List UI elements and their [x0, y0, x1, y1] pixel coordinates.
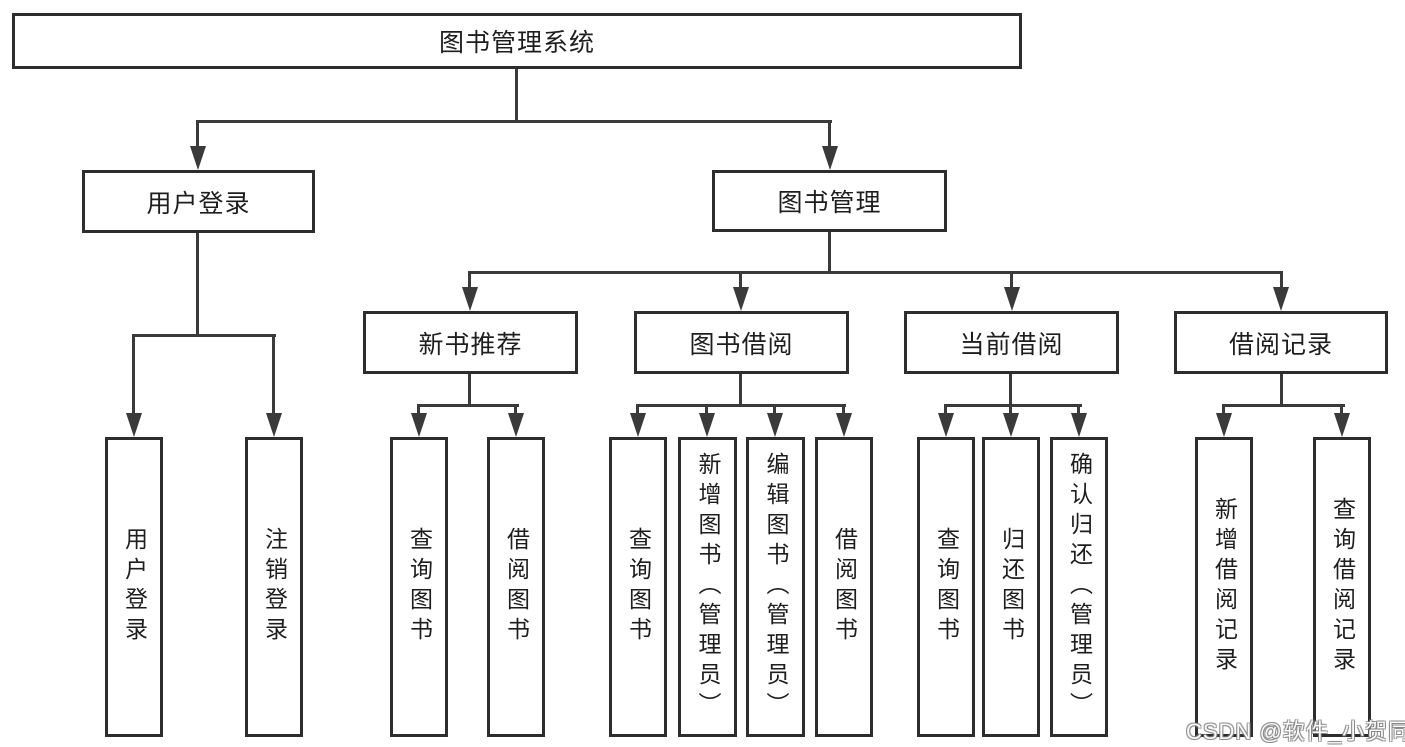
leaf-return-books: 归还图书 [982, 437, 1040, 737]
connector-line [132, 336, 135, 415]
connector-line [944, 406, 947, 415]
connector-line [842, 406, 845, 415]
leaf-borrow-books-newbook: 借阅图书 [487, 437, 545, 737]
leaf-query-books-borrowing: 查询图书 [609, 437, 667, 737]
node-label: 图书管理 [777, 189, 882, 217]
arrow-down-icon [733, 287, 749, 311]
connector-line [132, 334, 276, 337]
leaf-label: 查询图书 [625, 527, 652, 647]
leaf-label: 用户登录 [121, 527, 148, 647]
connector-line [739, 374, 742, 407]
arrow-down-icon [190, 146, 206, 170]
leaf-label: 借阅图书 [831, 527, 858, 647]
leaf-logout: 注销登录 [245, 437, 303, 737]
connector-line [636, 404, 846, 407]
node-book-borrowing: 图书借阅 [634, 311, 849, 374]
leaf-add-book-admin: 新增图书（管理员） [678, 437, 737, 737]
connector-line [1009, 374, 1012, 407]
arrow-down-icon [508, 413, 524, 437]
arrow-down-icon [411, 413, 427, 437]
leaf-confirm-return-admin: 确认归还（管理员） [1050, 437, 1108, 737]
arrow-down-icon [1334, 413, 1350, 437]
node-library-management-system: 图书管理系统 [12, 13, 1022, 69]
arrow-down-icon [699, 413, 715, 437]
arrow-down-icon [126, 413, 142, 437]
connector-line [1222, 406, 1225, 415]
connector-line [196, 122, 199, 148]
leaf-label: 归还图书 [998, 527, 1025, 647]
node-label: 当前借阅 [959, 330, 1064, 359]
node-label: 借阅记录 [1228, 330, 1333, 359]
connector-line [1280, 374, 1283, 407]
leaf-label: 查询借阅记录 [1329, 497, 1356, 677]
arrow-down-icon [1004, 287, 1020, 311]
connector-line [196, 233, 199, 337]
connector-line [515, 69, 518, 121]
leaf-label: 查询图书 [933, 527, 960, 647]
leaf-label: 确认归还（管理员） [1066, 452, 1093, 722]
leaf-query-borrow-record: 查询借阅记录 [1313, 437, 1371, 737]
node-label: 新书推荐 [418, 330, 523, 359]
node-borrow-records: 借阅记录 [1174, 311, 1388, 374]
connector-line [196, 120, 832, 123]
node-book-management: 图书管理 [712, 170, 947, 232]
connector-line [636, 406, 639, 415]
arrow-down-icon [767, 413, 783, 437]
connector-line [705, 406, 708, 415]
leaf-label: 编辑图书（管理员） [763, 452, 789, 722]
node-new-book-recommendation: 新书推荐 [363, 311, 578, 374]
connector-line [1077, 406, 1080, 415]
connector-line [272, 336, 275, 415]
arrow-down-icon [822, 146, 838, 170]
leaf-label: 新增借阅记录 [1211, 497, 1238, 677]
connector-line [1010, 273, 1013, 289]
connector-line [944, 404, 1082, 407]
leaf-label: 新增图书（管理员） [695, 452, 721, 722]
leaf-query-books-newbook: 查询图书 [390, 437, 448, 737]
arrow-down-icon [630, 413, 646, 437]
connector-line [739, 273, 742, 289]
connector-line [468, 271, 1283, 274]
leaf-add-borrow-record: 新增借阅记录 [1195, 437, 1253, 737]
leaf-user-login: 用户登录 [105, 437, 163, 737]
connector-line [773, 406, 776, 415]
watermark: CSDN @软件_小贺同学 [1186, 719, 1405, 744]
connector-line [1280, 273, 1283, 289]
connector-line [514, 406, 517, 415]
leaf-label: 注销登录 [261, 527, 288, 647]
connector-line [1009, 406, 1012, 415]
connector-line [1222, 404, 1345, 407]
connector-line [468, 374, 471, 407]
arrow-down-icon [462, 287, 478, 311]
leaf-label: 借阅图书 [503, 527, 530, 647]
arrow-down-icon [1273, 287, 1289, 311]
node-current-borrowing: 当前借阅 [904, 311, 1119, 374]
arrow-down-icon [836, 413, 852, 437]
connector-line [417, 406, 420, 415]
leaf-edit-book-admin: 编辑图书（管理员） [746, 437, 805, 737]
arrow-down-icon [1003, 413, 1019, 437]
arrow-down-icon [938, 413, 954, 437]
node-label: 图书借阅 [689, 330, 794, 359]
node-label: 图书管理系统 [438, 29, 595, 57]
node-label: 用户登录 [146, 189, 251, 218]
arrow-down-icon [1216, 413, 1232, 437]
connector-line [468, 273, 471, 289]
leaf-label: 查询图书 [406, 527, 433, 647]
arrow-down-icon [266, 413, 282, 437]
connector-line [828, 122, 831, 148]
leaf-borrow-books-borrowing: 借阅图书 [815, 437, 873, 737]
leaf-query-books-current: 查询图书 [917, 437, 975, 737]
connector-line [828, 232, 831, 274]
node-user-login: 用户登录 [82, 170, 315, 233]
connector-line [1340, 406, 1343, 415]
connector-line [417, 404, 519, 407]
arrow-down-icon [1071, 413, 1087, 437]
